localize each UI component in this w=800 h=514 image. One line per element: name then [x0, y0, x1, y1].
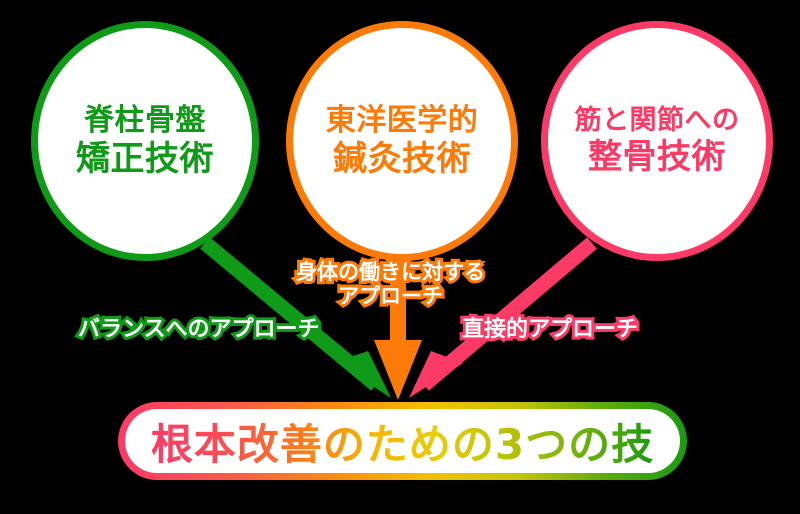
arrow-orange: [374, 246, 422, 400]
node-spine-pelvis-line1: 脊柱骨盤: [84, 103, 206, 139]
node-muscle-joint-line2: 整骨技術: [588, 136, 726, 177]
arrow-green: [200, 237, 391, 398]
result-text: 根本改善のための3つの技: [151, 411, 654, 472]
edge-label-balance-approach: バランスへのアプローチ: [75, 314, 323, 344]
edge-label-body-function-approach: 身体の働きに対する アプローチ: [293, 258, 488, 310]
edge-label-body-function-approach-line2: アプローチ: [335, 281, 446, 310]
edge-label-body-function-approach-line1: 身体の働きに対する: [293, 258, 488, 287]
result-box[interactable]: 根本改善のための3つの技: [118, 402, 687, 480]
result-box-inner: 根本改善のための3つの技: [125, 409, 680, 473]
node-spine-pelvis-line2: 矯正技術: [76, 138, 214, 179]
edge-label-direct-approach-line1: 直接的アプローチ: [459, 314, 641, 344]
node-oriental-medicine[interactable]: 東洋医学的 鍼灸技術: [286, 21, 518, 261]
edge-label-balance-approach-line1: バランスへのアプローチ: [75, 314, 323, 344]
node-muscle-joint-line1: 筋と関節への: [574, 105, 740, 137]
arrow-pink: [409, 237, 597, 398]
node-oriental-medicine-line1: 東洋医学的: [325, 103, 479, 139]
edge-label-direct-approach: 直接的アプローチ: [459, 314, 641, 344]
node-spine-pelvis[interactable]: 脊柱骨盤 矯正技術: [31, 21, 259, 261]
node-oriental-medicine-line2: 鍼灸技術: [333, 138, 471, 179]
node-muscle-joint[interactable]: 筋と関節への 整骨技術: [541, 21, 773, 261]
